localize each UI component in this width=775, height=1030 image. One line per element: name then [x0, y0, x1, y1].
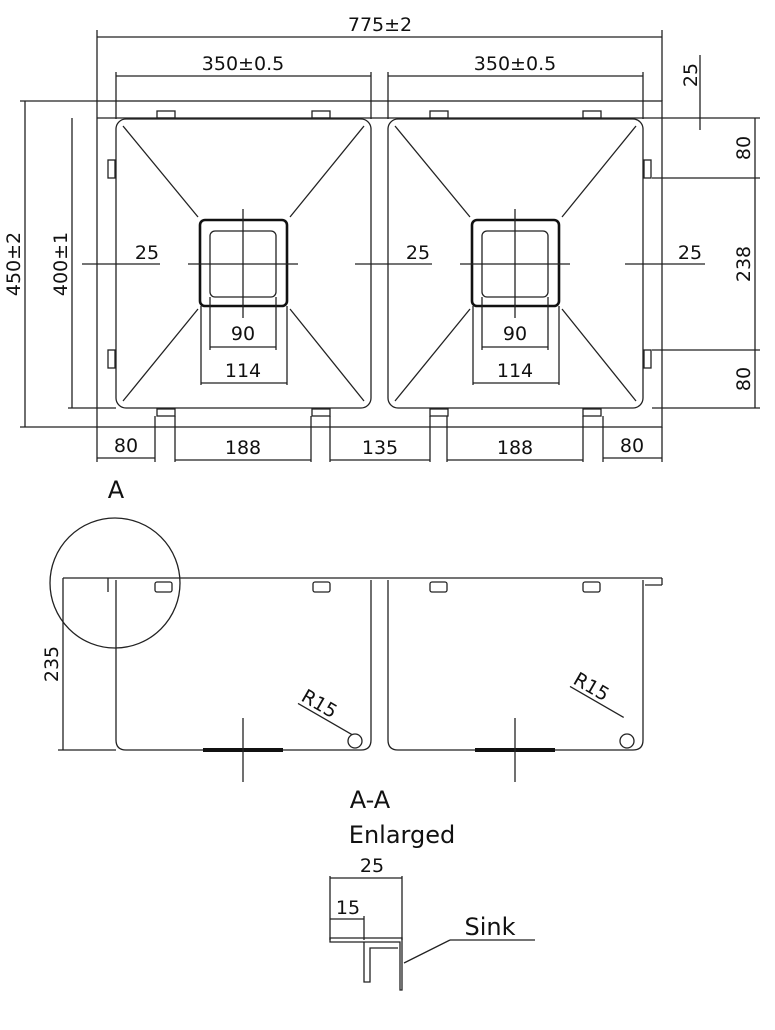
enlarged-detail: 25 15 Sink [329, 855, 535, 991]
top-view: 775±2 350±0.5 350±0.5 450±2 400±1 25 80 … [3, 14, 760, 462]
drain-inner-left-dim: 90 [231, 323, 255, 345]
bottom-dim: 80 [620, 435, 644, 457]
bottom-dim: 188 [225, 437, 261, 459]
bottom-dims: 80 188 135 188 80 [96, 416, 663, 462]
bottom-dim: 188 [497, 437, 533, 459]
radius-right-label: R15 [570, 668, 613, 706]
bowl-depth-dim: 400±1 [50, 232, 72, 296]
drain-offset-right-dim: 25 [678, 242, 702, 264]
bowl-width-right-dim: 350±0.5 [474, 53, 556, 75]
drain-outer-right-dim: 114 [497, 360, 533, 382]
right-drain [460, 209, 570, 318]
overall-width-dim: 775±2 [348, 14, 412, 36]
sink-label: Sink [464, 913, 515, 941]
radius-left-label: R15 [298, 685, 341, 723]
detail-total-width-dim: 25 [360, 855, 384, 877]
detail-marker-a: A [108, 476, 125, 504]
enlarged-label: Enlarged [349, 821, 455, 849]
bottom-dim: 80 [114, 435, 138, 457]
drain-inner-right-dim: 90 [503, 323, 527, 345]
drain-offset-middle-dim: 25 [406, 242, 430, 264]
section-view: A 235 R15 R15 A-A Enlarged [41, 476, 663, 849]
right-clip-offset-bottom-dim: 80 [733, 367, 755, 391]
right-top-offset-dim: 25 [680, 63, 702, 87]
right-clip-offset-top-dim: 80 [733, 136, 755, 160]
overall-depth-dim: 450±2 [3, 232, 25, 296]
mounting-clips [107, 110, 652, 417]
bowl-width-left-dim: 350±0.5 [202, 53, 284, 75]
left-drain [188, 209, 298, 318]
detail-flange-width-dim: 15 [336, 897, 360, 919]
drain-offset-left-dim: 25 [135, 242, 159, 264]
right-clip-spacing-dim: 238 [733, 246, 755, 282]
section-label: A-A [350, 786, 391, 814]
drain-outer-left-dim: 114 [225, 360, 261, 382]
detail-a-circle [49, 517, 181, 649]
section-height-dim: 235 [41, 646, 63, 682]
bottom-dim: 135 [362, 437, 398, 459]
